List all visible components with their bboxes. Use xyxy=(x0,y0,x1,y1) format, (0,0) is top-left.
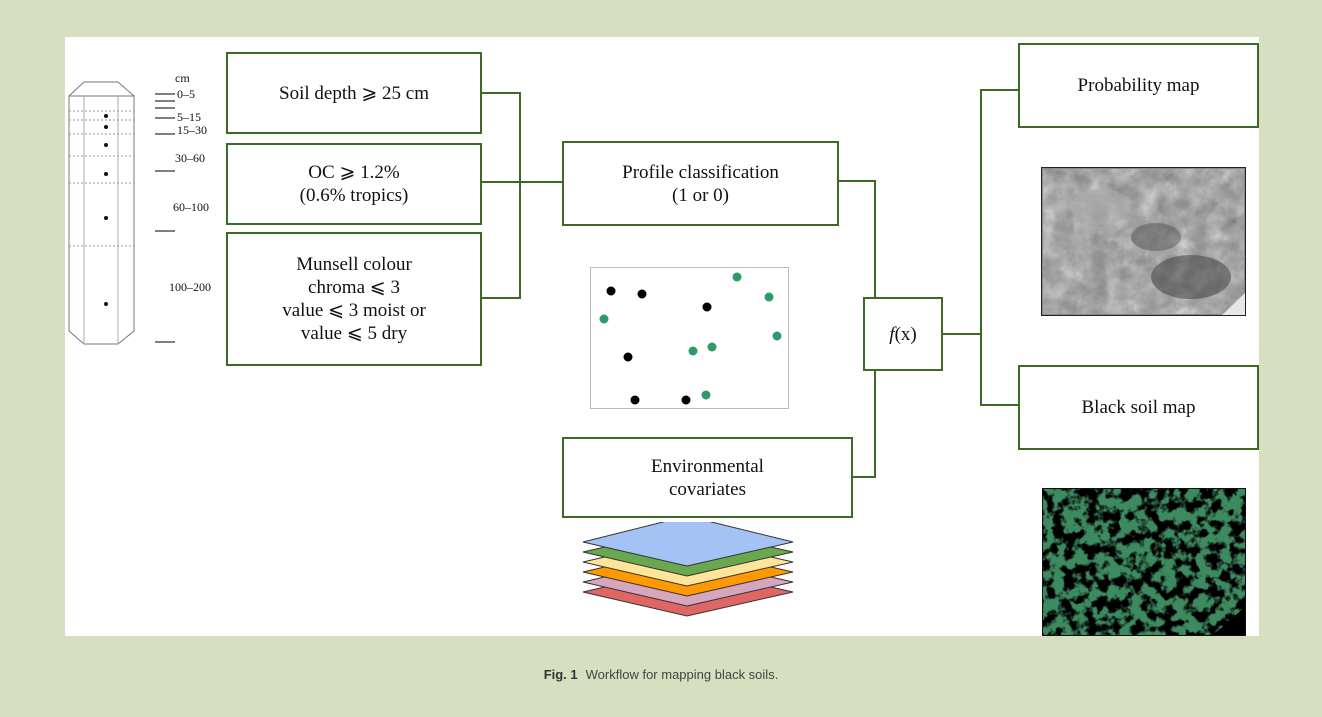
depth-label-15-30: 15–30 xyxy=(177,123,207,137)
green-point xyxy=(764,292,774,302)
black-point xyxy=(630,395,640,405)
figure-caption-label: Fig. 1 xyxy=(543,667,578,682)
depth-label-0-5: 0–5 xyxy=(177,87,195,101)
depth-label-30-60: 30–60 xyxy=(175,151,205,165)
profile-classification-line2: (1 or 0) xyxy=(672,184,729,206)
munsell-criterion-box: Munsell colour chroma ⩽ 3 value ⩽ 3 mois… xyxy=(226,232,482,366)
depth-label-100-200: 100–200 xyxy=(169,280,211,294)
green-point xyxy=(707,342,717,352)
soil-depth-criterion-text: Soil depth ⩾ 25 cm xyxy=(279,82,429,104)
munsell-criterion-line1: Munsell colour xyxy=(296,254,412,275)
figure-panel: cm 0–5 5–15 15–30 30–60 60–100 100–200 S… xyxy=(65,37,1259,636)
munsell-criterion-line4: value ⩽ 5 dry xyxy=(300,323,408,344)
munsell-criterion-line2: chroma ⩽ 3 xyxy=(308,277,400,298)
layer-blue xyxy=(582,522,794,567)
figure-caption-text: Workflow for mapping black soils. xyxy=(585,667,779,682)
black-point xyxy=(702,302,712,312)
function-f: f xyxy=(889,323,895,345)
black-soil-map-box: Black soil map xyxy=(1018,365,1259,450)
black-point xyxy=(606,286,616,296)
profile-classification-line1: Profile classification xyxy=(622,161,779,183)
oc-criterion-line2: (0.6% tropics) xyxy=(299,185,409,206)
environmental-covariates-box: Environmental covariates xyxy=(562,437,853,518)
probability-map-image xyxy=(1041,167,1246,316)
environmental-covariates-line1: Environmental xyxy=(651,455,764,477)
black-point xyxy=(623,352,633,362)
covariate-layers-stack xyxy=(582,522,794,617)
figure-caption: Fig. 1 Workflow for mapping black soils. xyxy=(0,667,1322,682)
function-box: f (x) xyxy=(863,297,943,371)
probability-map-box: Probability map xyxy=(1018,43,1259,128)
depth-unit-label: cm xyxy=(175,71,190,85)
green-point xyxy=(772,331,782,341)
oc-criterion-box: OC ⩾ 1.2% (0.6% tropics) xyxy=(226,143,482,225)
depth-label-5-15: 5–15 xyxy=(177,110,201,124)
environmental-covariates-line2: covariates xyxy=(668,478,746,500)
black-soil-map-label: Black soil map xyxy=(1081,397,1196,418)
sample-points-plot xyxy=(590,267,789,409)
black-point xyxy=(637,289,647,299)
munsell-criterion-line3: value ⩽ 3 moist or xyxy=(282,300,426,321)
green-point xyxy=(732,272,742,282)
oc-criterion-line1: OC ⩾ 1.2% xyxy=(308,162,400,183)
black-soil-map-image xyxy=(1042,488,1246,636)
green-point xyxy=(688,346,698,356)
soil-depth-criterion-box: Soil depth ⩾ 25 cm xyxy=(226,52,482,134)
profile-classification-box: Profile classification (1 or 0) xyxy=(562,141,839,226)
function-x: (x) xyxy=(894,323,917,345)
depth-label-60-100: 60–100 xyxy=(173,200,209,214)
green-point xyxy=(599,314,609,324)
probability-map-label: Probability map xyxy=(1077,75,1200,96)
depth-ticks xyxy=(155,93,175,343)
connector-lines xyxy=(481,89,1019,478)
black-point xyxy=(681,395,691,405)
green-point xyxy=(701,390,711,400)
soil-profile-illustration xyxy=(68,81,135,345)
